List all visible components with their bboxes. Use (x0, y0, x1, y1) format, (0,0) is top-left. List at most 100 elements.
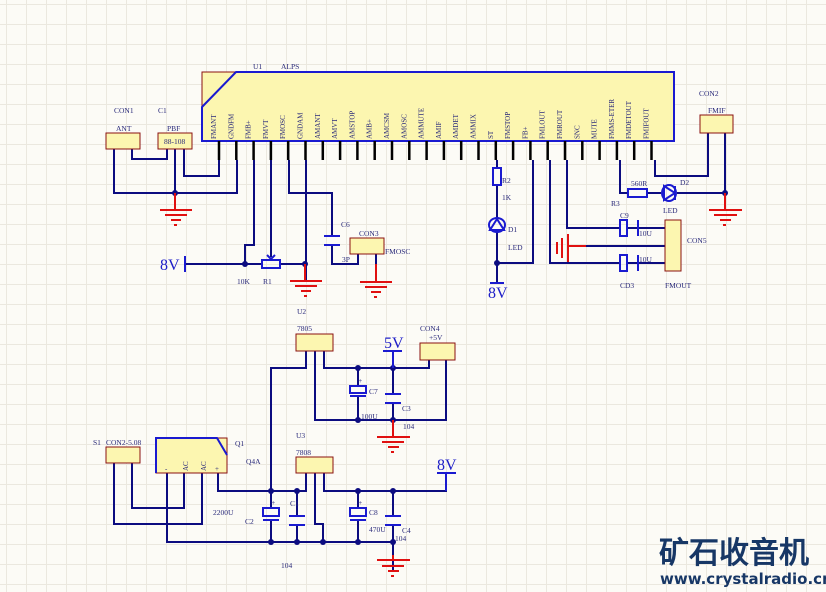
svg-text:-: - (165, 465, 168, 473)
ic-pin-label: FMMS-ETER (608, 99, 616, 139)
svg-text:CON4: CON4 (420, 324, 440, 333)
svg-text:104: 104 (403, 422, 415, 431)
svg-text:C3: C3 (402, 404, 411, 413)
logo-watermark: 矿石收音机 www.crystalradio.cn (659, 536, 826, 588)
ic-pin-label: GNDAM (297, 112, 305, 139)
ic-pin-label: GNDFM (227, 113, 235, 139)
ic-pin-label: AMSTOP (348, 111, 356, 139)
svg-text:1K: 1K (502, 193, 512, 202)
ic-pin-label: MUTE (591, 119, 599, 139)
svg-text:10U: 10U (639, 255, 653, 264)
svg-text:C7: C7 (369, 387, 378, 396)
ic-pin-label: FMSTOP (504, 112, 512, 139)
ic-pin-label: FMOSC (279, 115, 287, 139)
ic-pin-label: SNC (573, 125, 581, 139)
ground-icon (290, 264, 322, 297)
svg-text:CON5: CON5 (687, 236, 707, 245)
power-5v: 5V (383, 335, 404, 368)
svg-text:+: + (215, 465, 219, 473)
svg-text:10K: 10K (237, 277, 251, 286)
svg-text:+5V: +5V (429, 333, 443, 342)
ic-pin-label: FB+ (521, 126, 529, 139)
regulator-u2: U2 7805 (295, 307, 334, 352)
svg-text:PBF: PBF (167, 124, 180, 133)
ic-pin-label: FMDETOUT (625, 100, 633, 139)
ground-icon (377, 555, 410, 577)
regulator-u3: U3 7808 (295, 431, 334, 474)
svg-text:+: + (358, 498, 362, 507)
svg-text:C1: C1 (290, 499, 299, 508)
ic-pin-label: FMIFOUT (643, 108, 651, 139)
svg-text:R1: R1 (263, 277, 272, 286)
connector-s1: S1 CON2-5.08 (93, 438, 141, 464)
logo-title: 矿石收音机 (659, 536, 809, 571)
svg-text:FMOUT: FMOUT (665, 281, 692, 290)
svg-text:U2: U2 (297, 307, 306, 316)
svg-text:7808: 7808 (296, 448, 311, 457)
ic-pin-label: FMVT (262, 119, 270, 139)
svg-text:LED: LED (508, 243, 523, 252)
ground-icon (377, 420, 410, 453)
power-label: 8V (437, 457, 457, 474)
svg-text:2200U: 2200U (213, 508, 234, 517)
connector-con4: CON4+5V (419, 324, 456, 361)
svg-text:88-108: 88-108 (164, 137, 185, 146)
svg-text:D1: D1 (508, 225, 517, 234)
svg-text:104: 104 (281, 561, 293, 570)
ic-pin-label: AMVT (331, 118, 339, 139)
ground-icon (360, 264, 392, 298)
svg-text:C4: C4 (402, 526, 411, 535)
ground-icon (709, 193, 742, 226)
svg-text:+: + (271, 498, 275, 507)
svg-text:R2: R2 (502, 176, 511, 185)
ground-icon (556, 234, 586, 262)
svg-text:FMOSC: FMOSC (385, 247, 410, 256)
ic-pin-label: AMIF (435, 121, 443, 139)
svg-text:LED: LED (663, 206, 678, 215)
svg-text:S1: S1 (93, 438, 101, 447)
power-8v-left: 8V (160, 256, 186, 274)
ic-pin-label: FMANT (210, 114, 218, 139)
ground-symbols (160, 193, 742, 577)
svg-text:C6: C6 (341, 220, 350, 229)
power-8v-st: 8V (488, 282, 508, 302)
capacitor-c1b: C1 104 (281, 499, 305, 570)
ic-pin-label: AMMUTE (418, 108, 426, 139)
ic-pin-label: ST (487, 130, 495, 139)
svg-text:CON2: CON2 (699, 89, 719, 98)
svg-text:10U: 10U (639, 229, 653, 238)
ic-pin-label: FMLOUT (539, 109, 547, 139)
svg-text:CON1: CON1 (114, 106, 134, 115)
ic-pin-label: FMROUT (556, 109, 564, 139)
svg-text:AC: AC (182, 461, 190, 471)
svg-text:CON2-5.08: CON2-5.08 (106, 438, 141, 447)
capacitor-c3: C3 104 (385, 393, 415, 431)
svg-text:U3: U3 (296, 431, 305, 440)
svg-text:104: 104 (395, 534, 407, 543)
logo-url: www.crystalradio.cn (660, 570, 826, 588)
resistor-r2: R2 1K (492, 167, 512, 202)
svg-text:AC: AC (200, 461, 208, 471)
ic-pin-label: AMB+ (366, 119, 374, 139)
svg-text:C8: C8 (369, 508, 378, 517)
ic-pin-label: AMANT (314, 113, 322, 139)
svg-text:7805: 7805 (297, 324, 312, 333)
svg-text:C2: C2 (245, 517, 254, 526)
ic-pin-label: AMDET (452, 113, 460, 139)
ground-icon (160, 193, 192, 226)
